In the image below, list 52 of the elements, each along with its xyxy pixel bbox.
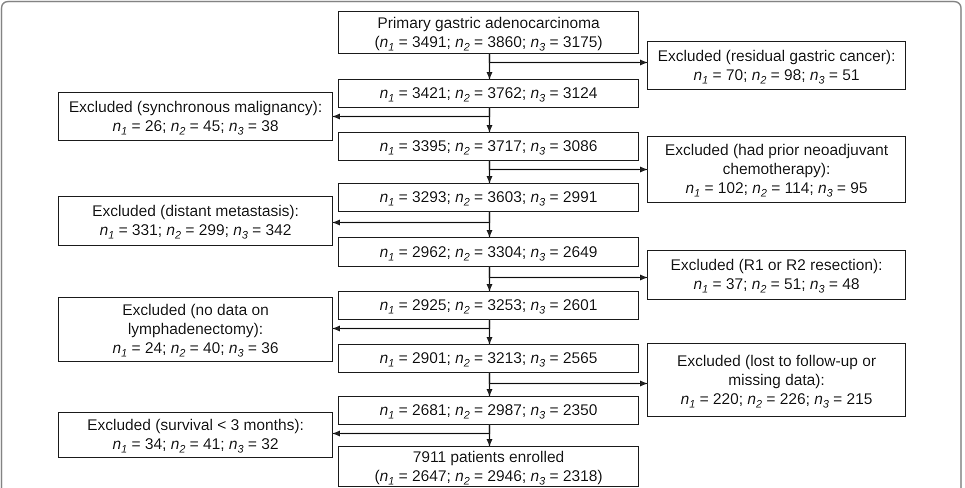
- arrow: [488, 373, 647, 386]
- count-text: (n$_{1}$ = 2647; n$_{2}$ = 2946; n$_{3}$ = 2318): [374, 466, 602, 486]
- box-heading: Primary gastric adenocarcinoma: [377, 14, 600, 32]
- exclusion-box: [647, 250, 906, 300]
- flow-box: [338, 237, 639, 267]
- arrow: [333, 425, 490, 436]
- arrow: [333, 320, 490, 332]
- flow-box: [338, 396, 639, 425]
- flow-box: [338, 344, 639, 373]
- box-heading: Excluded (survival < 3 months):: [87, 416, 304, 435]
- count-text: n$_{1}$ = 26; n$_{2}$ = 45; n$_{3}$ = 38: [112, 116, 278, 136]
- count-text: n$_{1}$ = 220; n$_{2}$ = 226; n$_{3}$ = 215: [680, 390, 872, 408]
- box-heading: Excluded (lost to follow-up or missing data):: [676, 352, 877, 390]
- exclusion-box: [58, 92, 333, 141]
- box-heading: Excluded (had prior neoadjuvant chemotherapy):: [664, 141, 890, 179]
- exclusion-box: [58, 297, 333, 362]
- count-text: n$_{1}$ = 24; n$_{2}$ = 40; n$_{3}$ = 36: [112, 339, 278, 358]
- exclusion-box: [647, 136, 906, 203]
- flow-box: [338, 79, 639, 108]
- flow-box: [338, 132, 639, 161]
- exclusion-box: [58, 196, 333, 246]
- flow-box: [338, 291, 639, 320]
- count-text: n$_{1}$ = 37; n$_{2}$ = 51; n$_{3}$ = 48: [694, 275, 860, 294]
- count-text: (n$_{1}$ = 3491; n$_{2}$ = 3860; n$_{3}$ = 3175): [374, 32, 602, 52]
- count-text: n$_{1}$ = 70; n$_{2}$ = 98; n$_{3}$ = 51: [694, 66, 860, 84]
- count-text: n$_{1}$ = 3293; n$_{2}$ = 3603; n$_{3}$ = 2991: [380, 188, 598, 207]
- arrow: [333, 108, 490, 120]
- exclusion-box: [58, 412, 333, 458]
- box-heading: Excluded (synchronous malignancy):: [68, 98, 322, 116]
- count-text: n$_{1}$ = 34; n$_{2}$ = 41; n$_{3}$ = 32: [112, 435, 278, 454]
- exclusion-box: [647, 41, 906, 90]
- flow-box: [338, 183, 639, 212]
- exclusion-box: [647, 343, 906, 417]
- count-text: n$_{1}$ = 3421; n$_{2}$ = 3762; n$_{3}$ = 3124: [380, 84, 598, 103]
- arrow: [333, 212, 490, 226]
- box-heading: Excluded (no data on lymphadenectomy):: [121, 301, 270, 339]
- count-text: n$_{1}$ = 2901; n$_{2}$ = 3213; n$_{3}$ = 2565: [380, 349, 598, 368]
- box-heading: Excluded (residual gastric cancer):: [658, 46, 896, 66]
- box-heading: 7911 patients enrolled: [412, 448, 564, 466]
- count-text: n$_{1}$ = 2681; n$_{2}$ = 2987; n$_{3}$ = 2350: [380, 401, 598, 420]
- flow-box: [338, 446, 639, 487]
- count-text: n$_{1}$ = 102; n$_{2}$ = 114; n$_{3}$ = 95: [685, 179, 868, 198]
- arrow: [488, 267, 647, 280]
- arrow: [488, 161, 647, 172]
- box-heading: Excluded (distant metastasis):: [92, 202, 299, 221]
- box-heading: Excluded (R1 or R2 resection):: [670, 256, 882, 275]
- count-text: n$_{1}$ = 2962; n$_{2}$ = 3304; n$_{3}$ = 2649: [380, 242, 598, 262]
- count-text: n$_{1}$ = 331; n$_{2}$ = 299; n$_{3}$ = 342: [100, 221, 292, 240]
- arrow: [488, 54, 647, 66]
- count-text: n$_{1}$ = 3395; n$_{2}$ = 3717; n$_{3}$ = 3086: [380, 137, 598, 156]
- count-text: n$_{1}$ = 2925; n$_{2}$ = 3253; n$_{3}$ = 2601: [380, 296, 598, 315]
- flow-box: [338, 11, 639, 54]
